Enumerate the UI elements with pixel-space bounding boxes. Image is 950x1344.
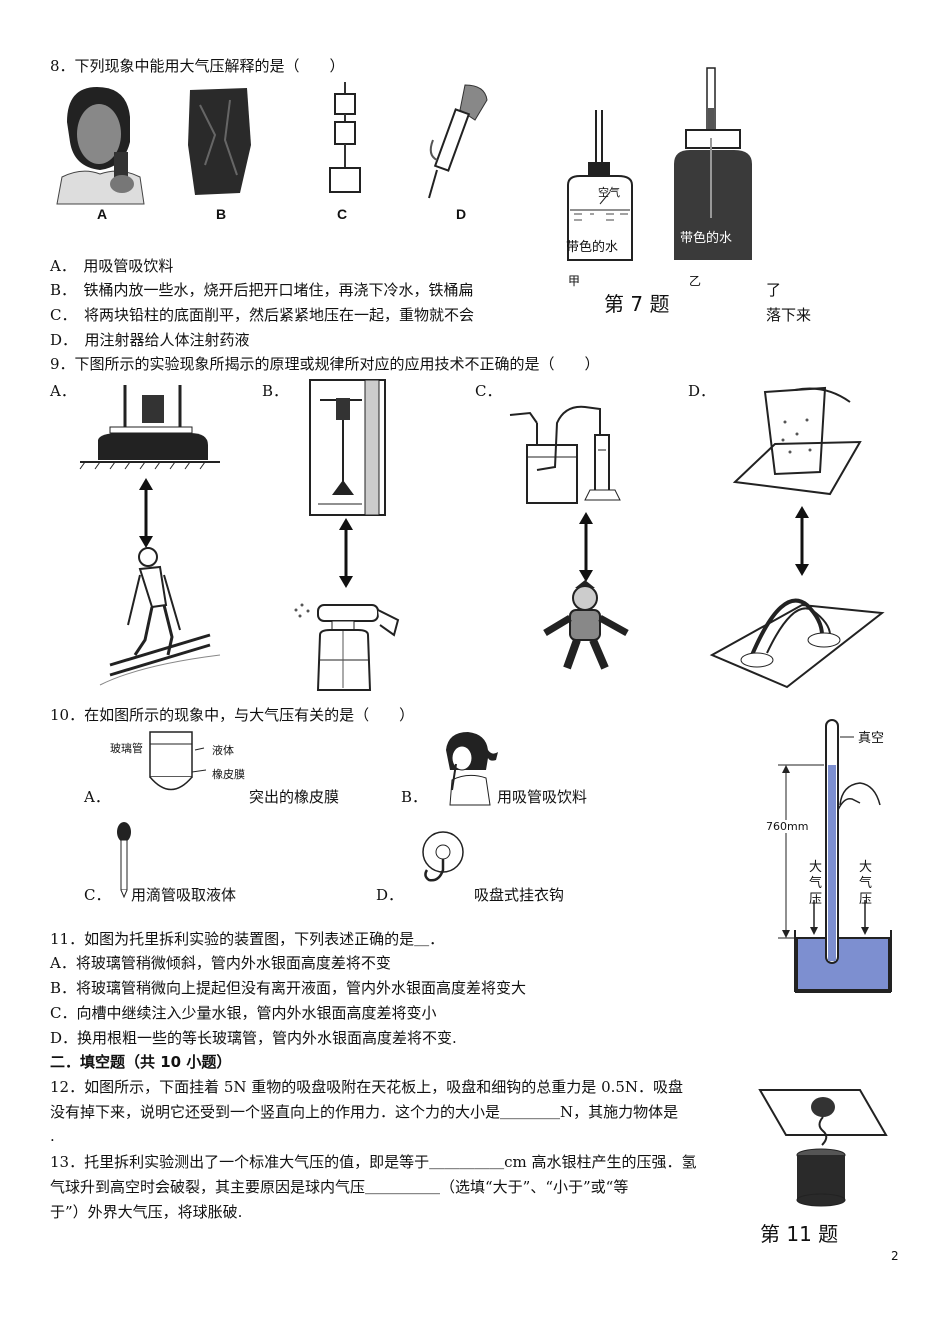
q8-pic-a-boy-drinking (52, 82, 147, 205)
q8-pic-label-a: A (97, 206, 108, 222)
q12-line3: . (50, 1127, 55, 1145)
q8-pic-b-crushed-can (188, 88, 251, 195)
q9-d-siphon (709, 598, 885, 689)
q10-a-letter: A． (84, 788, 110, 806)
fig11-suction-cup-weight (758, 1089, 888, 1207)
fig7-air-label: 空气 (598, 186, 620, 199)
section2-title: 二．填空题（共 10 小题） (50, 1053, 232, 1071)
q9-c-u-tube-experiment (509, 405, 621, 504)
q9-b-sprayer (294, 603, 400, 691)
q9-stem: 9．下图所示的实验现象所揭示的原理或规律所对应的应用技术不正确的是（ ） (50, 355, 600, 373)
q10-a-label-tube: 玻璃管 (110, 742, 143, 755)
q11-option-b: B．将玻璃管稍微向上提起但没有离开液面，管内外水银面高度差将变大 (50, 979, 527, 997)
q8-option-b: B． 铁桶内放一些水，烧开后把开口堵住，再浇下冷水，铁桶扁 (50, 281, 474, 299)
q10-b-letter: B． (401, 788, 428, 806)
q13-line1: 13．托里拆利实验测出了一个标准大气压的值，即是等于＿＿＿＿＿cm 高水银柱产生… (50, 1153, 697, 1171)
q10-a-rubber-membrane-tube (149, 731, 207, 791)
q9-b-arrow (339, 518, 353, 588)
q13-line2: 气球升到高空时会破裂，其主要原因是球内气压＿＿＿＿＿（选填“大于”、“小于”或“… (50, 1178, 629, 1196)
q9-letter-d: D． (688, 382, 716, 400)
q8-option-a: A． 用吸管吸饮料 (50, 257, 174, 275)
q10-d-letter: D． (376, 886, 404, 904)
q10-c-dropper (117, 822, 131, 899)
torricelli-height-label: 760mm (766, 820, 809, 833)
q8-pic-label-b: B (216, 206, 227, 222)
q8-pic-c-lead-cylinders (329, 82, 361, 193)
q11-stem: 11．如图为托里拆利实验的装置图，下列表述正确的是＿． (50, 930, 445, 948)
q8-option-d: D． 用注射器给人体注射药液 (50, 331, 250, 349)
q8-option-b-continuation: 了 (766, 281, 782, 299)
q9-letter-a: A． (50, 382, 76, 400)
fig7-label-yi: 乙 (689, 274, 702, 288)
q9-d-arrow (795, 506, 809, 576)
q8-option-c-continuation: 落下来 (766, 306, 812, 324)
fig7-label-jia: 甲 (568, 274, 581, 288)
q10-d-suction-hook (422, 831, 464, 882)
q8-pic-label-d: D (456, 206, 467, 222)
torricelli-vacuum-label: 真空 (858, 731, 885, 746)
q13-line3: 于”）外界大气压，将球胀破. (50, 1203, 243, 1221)
q9-a-skier (99, 547, 221, 686)
q9-c-arrow (579, 512, 593, 582)
q9-letter-b: B． (262, 382, 289, 400)
q11-option-c: C．向槽中继续注入少量水银，管内外水银面高度差将变小 (50, 1004, 437, 1022)
q10-c-text: 用滴管吸取液体 (131, 886, 237, 904)
q11-option-d: D．换用根粗一些的等长玻璃管，管内外水银面高度差将不变. (50, 1029, 457, 1047)
q9-b-pipette-experiment (309, 379, 386, 516)
torricelli-atm-right: 大气压 (859, 860, 873, 907)
fig7-left-water-label: 带色的水 (566, 240, 619, 255)
q10-a-label-membrane: 橡皮膜 (212, 768, 245, 781)
q10-stem: 10．在如图所示的现象中，与大气压有关的是（ ） (50, 706, 415, 724)
torricelli-atm-left: 大气压 (809, 860, 823, 907)
torricelli-apparatus (778, 719, 892, 993)
q10-d-text: 吸盘式挂衣钩 (474, 886, 565, 904)
q9-a-pressure-experiment (79, 385, 220, 470)
q12-line2: 没有掉下来，说明它还受到一个竖直向上的作用力．这个力的大小是＿＿＿＿N，其施力物… (50, 1103, 679, 1121)
q8-stem: 8．下列现象中能用大气压解释的是（ ） (50, 57, 345, 75)
q10-c-letter: C． (84, 886, 111, 904)
q10-a-label-liquid: 液体 (212, 744, 234, 757)
q11-option-a: A．将玻璃管稍微倾斜，管内外水银面高度差将不变 (50, 954, 391, 972)
q8-option-c: C． 将两块铅柱的底面削平，然后紧紧地压在一起，重物就不会 (50, 306, 474, 324)
q8-pic-label-c: C (337, 206, 348, 222)
q9-a-arrow (139, 478, 153, 548)
fig7-right-water-label: 带色的水 (680, 227, 733, 246)
q9-c-diver (543, 580, 629, 670)
q12-line1: 12．如图所示，下面挂着 5N 重物的吸盘吸附在天花板上，吸盘和细钩的总重力是 … (50, 1078, 684, 1096)
fig7-caption: 第 7 题 (604, 292, 670, 316)
fig11-caption: 第 11 题 (760, 1222, 839, 1246)
q9-letter-c: C． (475, 382, 502, 400)
q9-d-card-glass-experiment (732, 386, 862, 496)
q10-b-text: 用吸管吸饮料 (497, 788, 588, 806)
fig7-left-bottle (567, 110, 633, 261)
q8-pic-d-syringe (428, 84, 488, 199)
q10-b-girl-with-straw (446, 732, 498, 806)
page-number: 2 (891, 1249, 899, 1263)
q10-a-text: 突出的橡皮膜 (249, 788, 340, 806)
